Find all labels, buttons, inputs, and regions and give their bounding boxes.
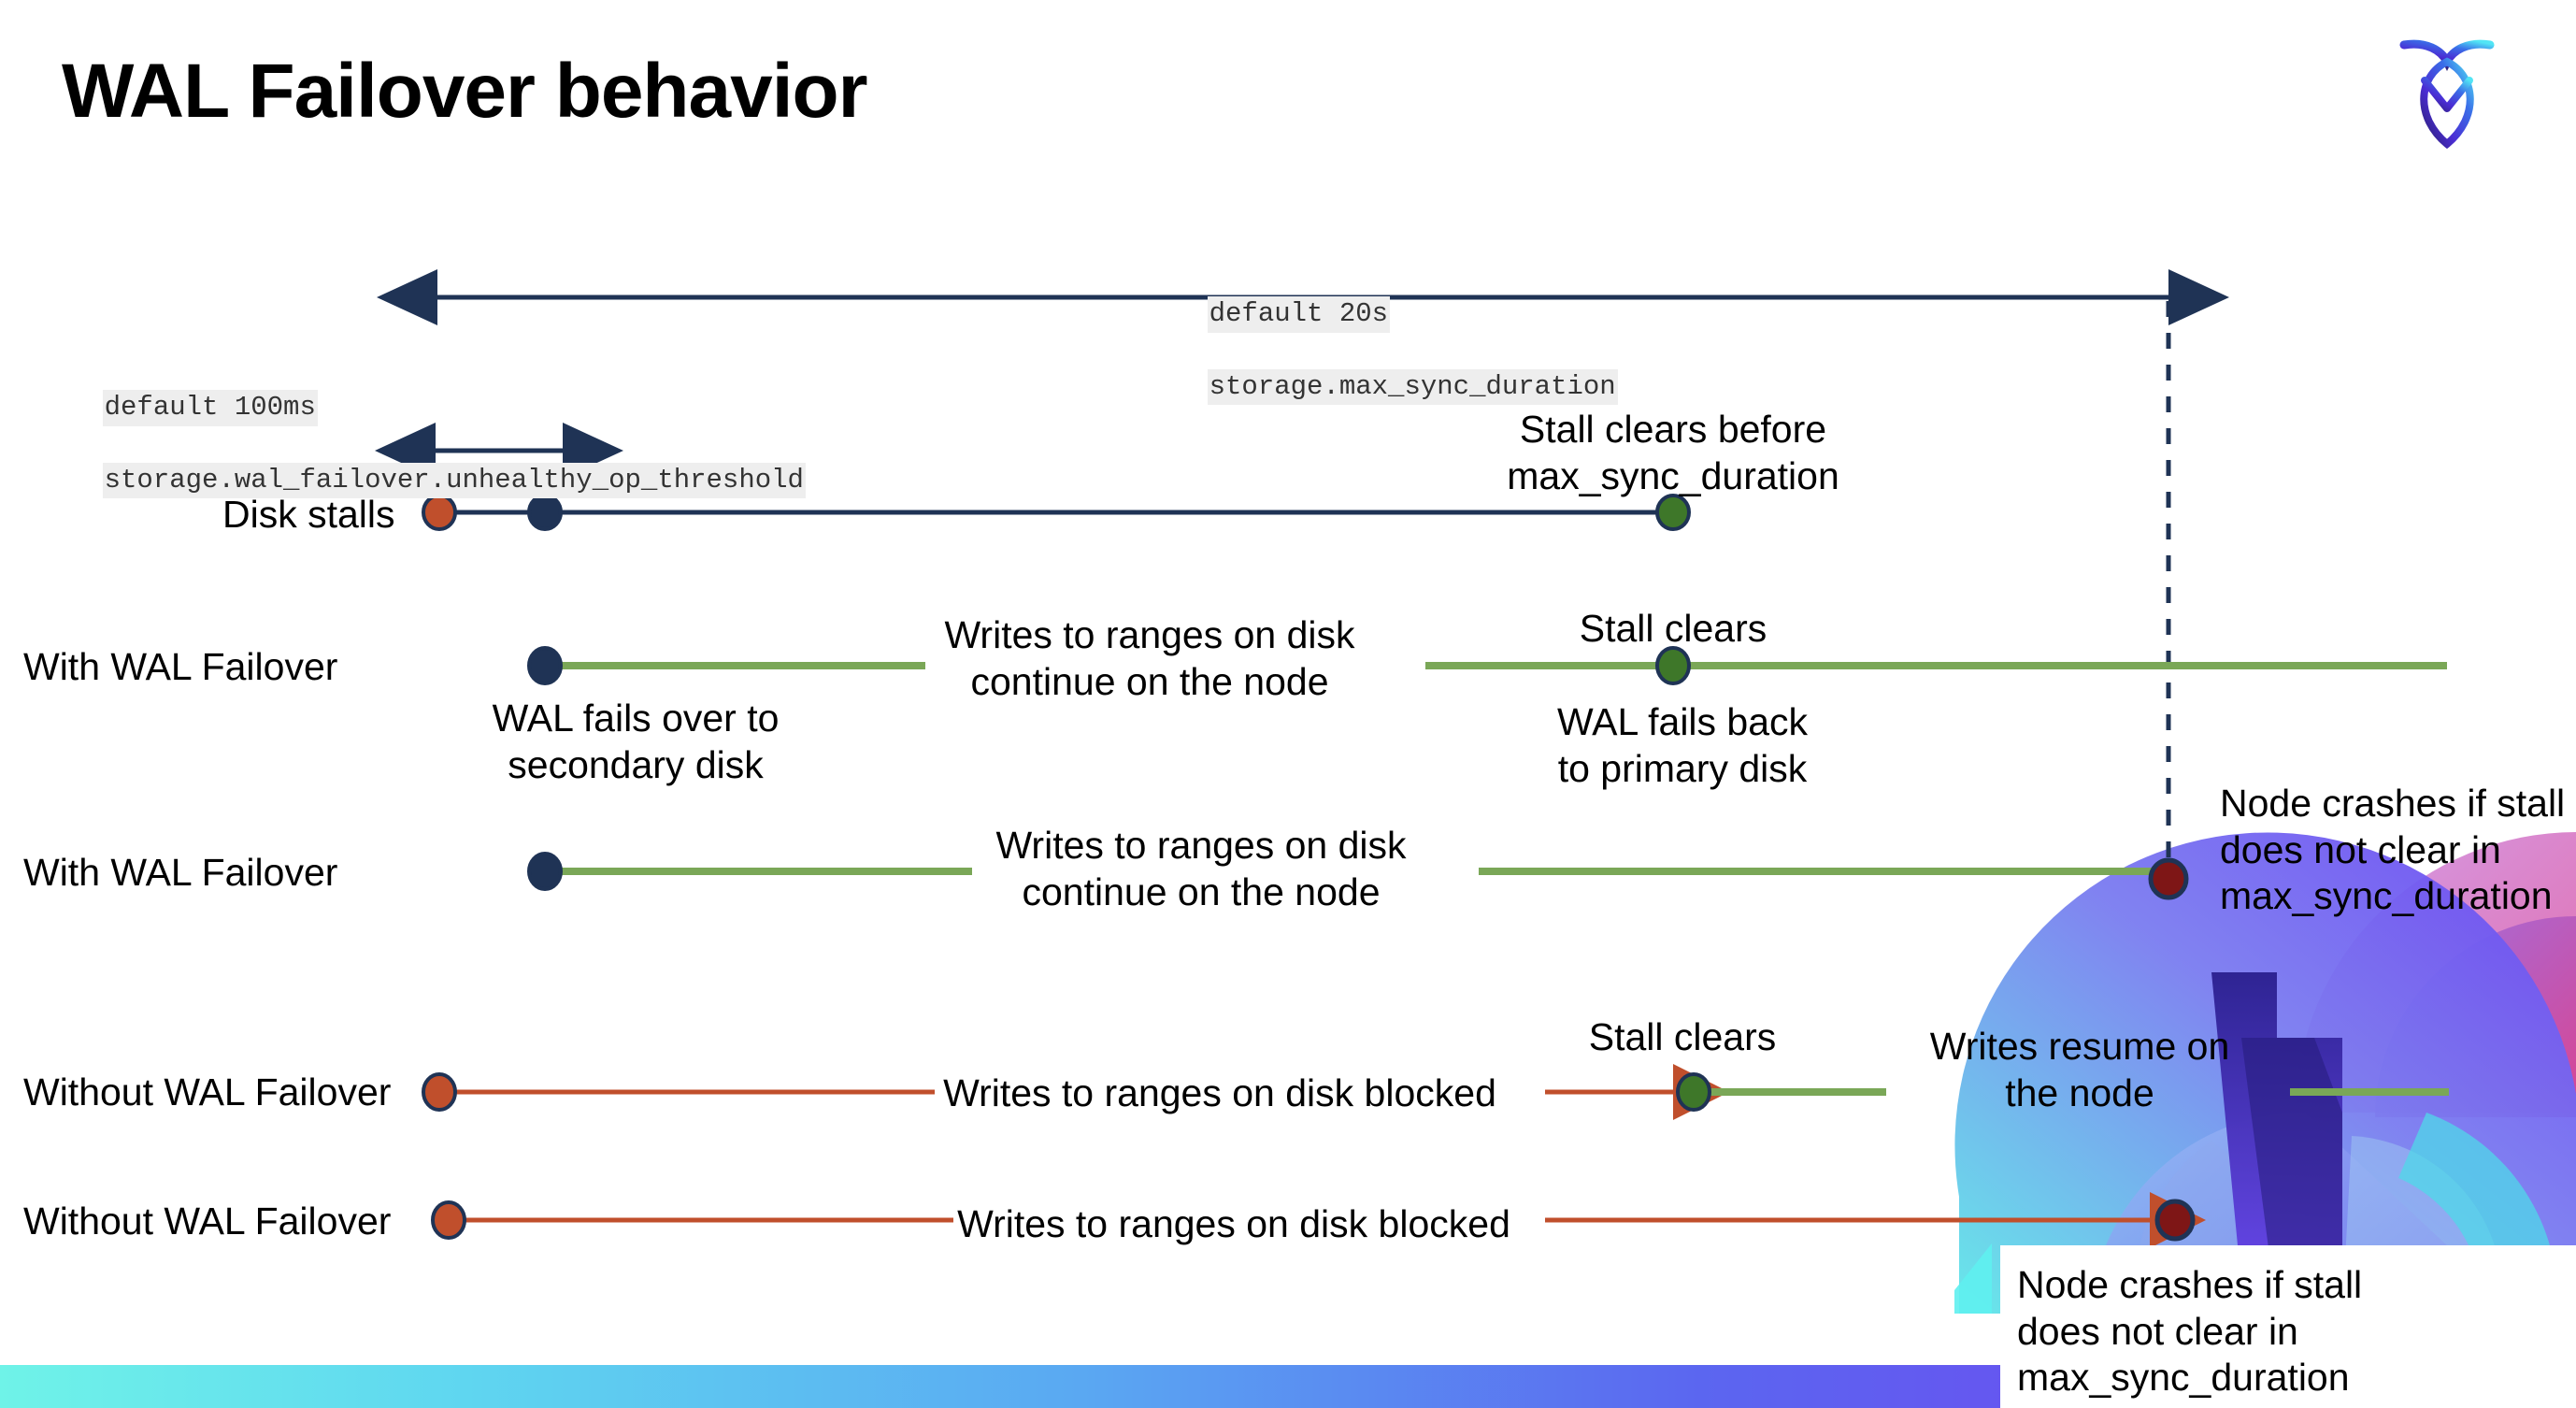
row-without-wal-failover-crash-track xyxy=(431,1192,2206,1248)
annotation-stall-clears-row2: Stall clears xyxy=(1579,607,1767,650)
annotation-writes-blocked-row5: Writes to ranges on disk blocked xyxy=(957,1202,1510,1245)
annotation-wal-fails-over: WAL fails over to secondary disk xyxy=(492,697,780,786)
annotation-writes-continue-row2: Writes to ranges on disk continue on the… xyxy=(944,613,1355,703)
row-label-without-wal-failover-crash: Without WAL Failover xyxy=(23,1200,392,1243)
row-label-without-wal-failover-clears: Without WAL Failover xyxy=(23,1070,392,1113)
annotation-wal-fails-back: WAL fails back to primary disk xyxy=(1556,700,1809,790)
node-crash-callout: Node crashes if stall does not clear in … xyxy=(2000,1245,2576,1408)
row-label-with-wal-failover-clears: With WAL Failover xyxy=(23,645,338,688)
annotation-stall-clears-row4: Stall clears xyxy=(1588,1015,1777,1058)
annotation-writes-resume: Writes resume on the node xyxy=(1929,1025,2230,1114)
page-title: WAL Failover behavior xyxy=(62,49,868,134)
annotation-writes-continue-row3: Writes to ranges on disk continue on the… xyxy=(995,824,1407,913)
unhealthy-op-threshold-default: default 100ms xyxy=(102,389,318,426)
unhealthy-op-threshold-code-label: default 100ms storage.wal_failover.unhea… xyxy=(37,353,806,535)
row-with-wal-failover-clears-track xyxy=(527,646,2447,685)
unhealthy-op-threshold-setting: storage.wal_failover.unhealthy_op_thresh… xyxy=(102,462,806,499)
annotation-writes-blocked-row4: Writes to ranges on disk blocked xyxy=(943,1071,1496,1114)
row-label-disk-stalls: Disk stalls xyxy=(222,493,395,536)
row-with-wal-failover-crash-track xyxy=(527,852,2189,900)
row-without-wal-failover-clears-track xyxy=(422,1064,2449,1120)
row-label-with-wal-failover-crash: With WAL Failover xyxy=(23,851,338,894)
annotation-disk-stalls-clear: Stall clears before max_sync_duration xyxy=(1507,408,1839,497)
max-sync-duration-default: default 20s xyxy=(1207,295,1391,333)
max-sync-duration-setting: storage.max_sync_duration xyxy=(1207,368,1618,406)
annotation-node-crashes-row3: Node crashes if stall does not clear in … xyxy=(2220,782,2566,918)
annotation-node-crashes-row5: Node crashes if stall does not clear in … xyxy=(2017,1263,2363,1400)
max-sync-duration-code-label: default 20s storage.max_sync_duration xyxy=(1142,260,1618,441)
cockroachdb-logo xyxy=(2399,39,2495,150)
